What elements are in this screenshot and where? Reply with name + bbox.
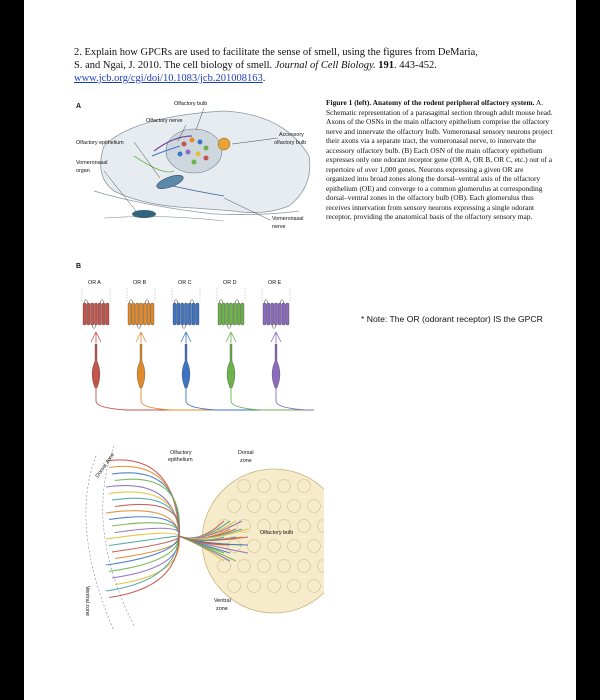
citation-journal: Journal of Cell Biology. (275, 60, 376, 71)
zoom-guide-line (127, 288, 155, 301)
receptor-neurons: OR A OR B OR C OR D OR E (82, 280, 314, 410)
cilia (91, 332, 101, 343)
sensory-neuron (272, 344, 280, 388)
label-olfactory-epithelium-b-2: epithelium (168, 457, 193, 463)
label-olfactory-bulb-b: Olfactory bulb (260, 530, 293, 536)
label-olfactory-bulb: Olfactory bulb (174, 101, 207, 107)
receptor-label: OR B (133, 280, 147, 286)
viewer-right-margin (576, 0, 600, 700)
gpcr-receptor-icon (128, 300, 154, 329)
cilia (226, 332, 236, 343)
sensory-neuron (92, 344, 100, 388)
sensory-neuron (137, 344, 145, 388)
zoom-guide-line (172, 288, 200, 301)
vomeronasal-organ-shape (132, 210, 156, 218)
cilia (136, 332, 146, 343)
document-page: 2. Explain how GPCRs are used to facilit… (24, 0, 576, 700)
caption-title: Figure 1 (left). Anatomy of the rodent p… (326, 98, 534, 107)
citation-volume: 191 (376, 60, 394, 71)
axon (141, 388, 314, 410)
citation-authors: S. and Ngai, J. 2010. The cell biology o… (74, 60, 275, 71)
question-line-1: 2. Explain how GPCRs are used to facilit… (74, 46, 554, 59)
panel-b-letter: B (76, 263, 81, 270)
axon (276, 388, 314, 410)
link-period: . (263, 73, 266, 84)
accessory-bulb-shape (218, 138, 230, 150)
label-olfactory-nerve: Olfactory nerve (146, 118, 183, 124)
axon (186, 388, 314, 410)
viewer-left-margin (0, 0, 24, 700)
gpcr-receptor-icon (173, 300, 199, 329)
label-vomeronasal-nerve-2: nerve (272, 224, 286, 230)
receptor-label: OR D (223, 280, 237, 286)
label-ventral-zone-2: zone (216, 606, 228, 612)
citation-pages: . 443-452. (394, 60, 437, 71)
label-dorsal-zone-rotated: Dorsal zone (95, 452, 116, 479)
sensory-neuron (227, 344, 235, 388)
cilia (271, 332, 281, 343)
zoom-guide-line (82, 288, 110, 301)
figure-1: A Olfact (74, 96, 324, 636)
label-ventral-zone-rotated: Ventral zone (84, 586, 90, 616)
label-ventral-zone-1: Ventral (214, 598, 231, 604)
zoom-guide-line (217, 288, 245, 301)
panel-a-letter: A (76, 103, 81, 110)
receptor-label: OR A (88, 280, 101, 286)
label-olfactory-epithelium-b-1: Olfactory (170, 450, 192, 456)
gpcr-note: * Note: The OR (odorant receptor) IS the… (361, 314, 561, 325)
receptor-label: OR E (268, 280, 282, 286)
label-vomeronasal-organ-1: Vomeronasal (76, 160, 107, 166)
sensory-neuron (182, 344, 190, 388)
figure-caption: Figure 1 (left). Anatomy of the rodent p… (326, 98, 554, 222)
axon (231, 388, 314, 410)
axon (96, 388, 314, 410)
caption-body: A. Schematic representation of a parasag… (326, 98, 553, 221)
label-dorsal-zone-1: Dorsal (238, 450, 254, 456)
receptor-label: OR C (178, 280, 192, 286)
gpcr-receptor-icon (83, 300, 109, 329)
olfactory-bulb-sphere (202, 469, 324, 613)
mouse-head-section (94, 111, 310, 221)
projection-diagram (86, 446, 324, 631)
gpcr-receptor-icon (218, 300, 244, 329)
label-dorsal-zone-2: zone (240, 458, 252, 464)
zoom-guide-line (262, 288, 290, 301)
figure-svg: A Olfact (74, 96, 324, 636)
label-accessory-bulb-2: olfactory bulb (274, 140, 306, 146)
doi-link[interactable]: www.jcb.org/cgi/doi/10.1083/jcb.20100816… (74, 73, 263, 84)
label-vomeronasal-nerve-1: Vomeronasal (272, 216, 303, 222)
gpcr-receptor-icon (263, 300, 289, 329)
question-line-2: S. and Ngai, J. 2010. The cell biology o… (74, 59, 554, 72)
question-line-3: www.jcb.org/cgi/doi/10.1083/jcb.20100816… (74, 72, 554, 85)
label-accessory-bulb-1: Accessory (279, 132, 304, 138)
label-olfactory-epithelium: Olfactory epithelium (76, 140, 124, 146)
cilia (181, 332, 191, 343)
question-text: 2. Explain how GPCRs are used to facilit… (74, 46, 554, 85)
label-vomeronasal-organ-2: organ (76, 168, 90, 174)
olfactory-bulb-shape (166, 129, 222, 173)
